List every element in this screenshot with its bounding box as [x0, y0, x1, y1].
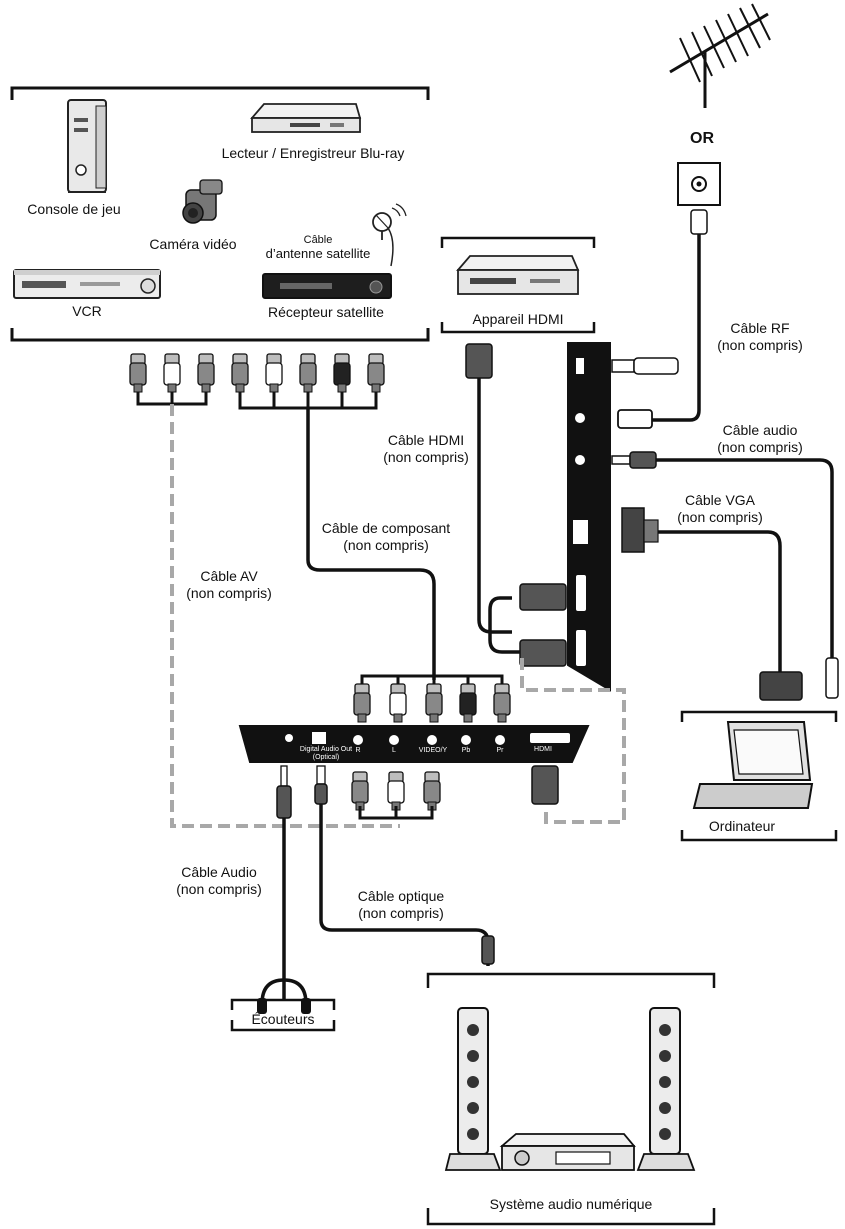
- hdmi-device-bracket: [440, 236, 596, 334]
- av-plug-group-bottom: [351, 771, 441, 820]
- source-devices-bracket: [10, 86, 430, 342]
- audio-plug-left: [276, 765, 292, 819]
- speaker-left: [444, 1007, 502, 1171]
- or-label: OR: [690, 130, 714, 147]
- audio-plug-right: [611, 451, 657, 469]
- component-plug-group-top: [231, 353, 385, 410]
- vcr-label: VCR: [72, 303, 102, 319]
- hdmi-dashed-cable: [520, 658, 626, 824]
- sat-cable-label: Câble d’antenne satellite: [265, 234, 371, 261]
- av-cable: [170, 404, 400, 828]
- component-cable: [306, 408, 436, 680]
- vcr-device: [13, 269, 161, 299]
- audio-cable-left-label: Câble Audio (non compris): [176, 864, 262, 897]
- port-pr-label: Pr: [496, 747, 504, 754]
- computer-label: Ordinateur: [708, 818, 776, 834]
- port-r-label: R: [355, 747, 361, 754]
- speaker-right: [636, 1007, 696, 1171]
- sat-receiver-label: Récepteur satellite: [268, 304, 384, 320]
- digital-audio-label: Système audio numérique: [489, 1196, 653, 1212]
- audio-cable-right: [656, 458, 834, 660]
- port-hdmi-label: HDMI: [534, 746, 552, 753]
- vga-cable: [658, 530, 782, 672]
- port-video-y-label: VIDEO/Y: [418, 747, 448, 754]
- optical-cable-label: Câble optique (non compris): [357, 888, 445, 921]
- bluray-label: Lecteur / Enregistreur Blu-ray: [221, 145, 405, 161]
- hdmi-cable: [477, 378, 522, 654]
- hdmi-device: [456, 255, 580, 295]
- digital-audio-bracket: [426, 972, 716, 1226]
- hdmi-cable-label: Câble HDMI (non compris): [383, 432, 469, 465]
- audio-cable-right-label: Câble audio (non compris): [717, 422, 803, 455]
- computer-bracket: [680, 710, 838, 842]
- antenna-icon: [669, 3, 771, 108]
- hdmi-device-label: Appareil HDMI: [472, 311, 564, 327]
- camcorder-device: [182, 179, 223, 224]
- satellite-receiver-device: [262, 227, 394, 299]
- vga-cable-label: Câble VGA (non compris): [677, 492, 763, 525]
- av-cable-label: Câble AV (non compris): [186, 568, 272, 601]
- game-console-device: [67, 99, 107, 193]
- usb-stick-icon: [611, 357, 679, 375]
- optical-cable: [319, 804, 490, 966]
- port-pb-label: Pb: [461, 747, 471, 754]
- headphones-label: Écouteurs: [251, 1011, 315, 1027]
- hdmi-plug-top: [465, 343, 493, 379]
- camcorder-label: Caméra vidéo: [149, 236, 237, 252]
- rf-cable: [652, 234, 701, 422]
- rf-cable-label: Câble RF (non compris): [717, 320, 803, 353]
- hdmi-plug-bottom: [531, 765, 559, 805]
- optical-plug: [314, 765, 328, 805]
- satellite-dish-icon: [372, 203, 407, 240]
- port-l-label: L: [392, 747, 396, 754]
- game-console-label: Console de jeu: [27, 201, 121, 217]
- headphones-icon: [257, 978, 311, 1014]
- audio-receiver-unit: [499, 1133, 636, 1171]
- component-cable-label: Câble de composant (non compris): [321, 520, 451, 553]
- rf-plug: [617, 409, 653, 429]
- av-plug-group-top: [129, 353, 215, 406]
- bluray-player-device: [250, 103, 362, 133]
- laptop-icon: [692, 721, 814, 809]
- rf-wall-jack: [677, 162, 721, 235]
- digital-audio-out-port-label: Digital Audio Out (Optical): [299, 746, 353, 761]
- tv-side-panel: [567, 342, 611, 692]
- tv-bottom-panel: [238, 725, 590, 763]
- headphones-bracket: [230, 998, 336, 1032]
- component-plug-group-bottom: [353, 674, 511, 723]
